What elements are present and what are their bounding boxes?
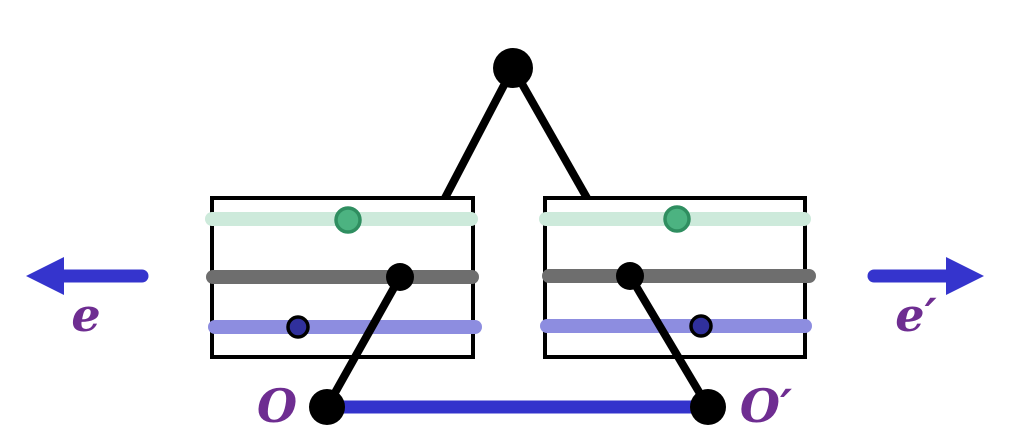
right-arrow: [867, 257, 984, 295]
right-origin-label: O′: [740, 379, 792, 433]
right-navy-dot: [689, 314, 713, 338]
left-arrowhead-icon: [26, 257, 64, 295]
left-gray-bar-node: [386, 263, 414, 291]
right-arrowhead-icon: [946, 257, 984, 295]
apex-left-leg-line: [441, 66, 517, 200]
left-arrow: [26, 257, 149, 295]
right-origin-connector-line: [626, 273, 712, 410]
right-green-dot: [663, 205, 691, 233]
apex-node: [493, 48, 533, 88]
left-green-dot: [334, 206, 362, 234]
left-origin-node: [309, 389, 345, 425]
right-arrow-label: e′: [895, 288, 936, 342]
left-arrow-label: e: [71, 288, 100, 342]
right-gray-bar-node: [616, 262, 644, 290]
apex-right-leg-line: [509, 66, 591, 200]
right-origin-node: [690, 389, 726, 425]
left-navy-dot: [286, 315, 310, 339]
left-origin-connector-line: [323, 275, 404, 409]
left-origin-label: O: [257, 379, 297, 433]
